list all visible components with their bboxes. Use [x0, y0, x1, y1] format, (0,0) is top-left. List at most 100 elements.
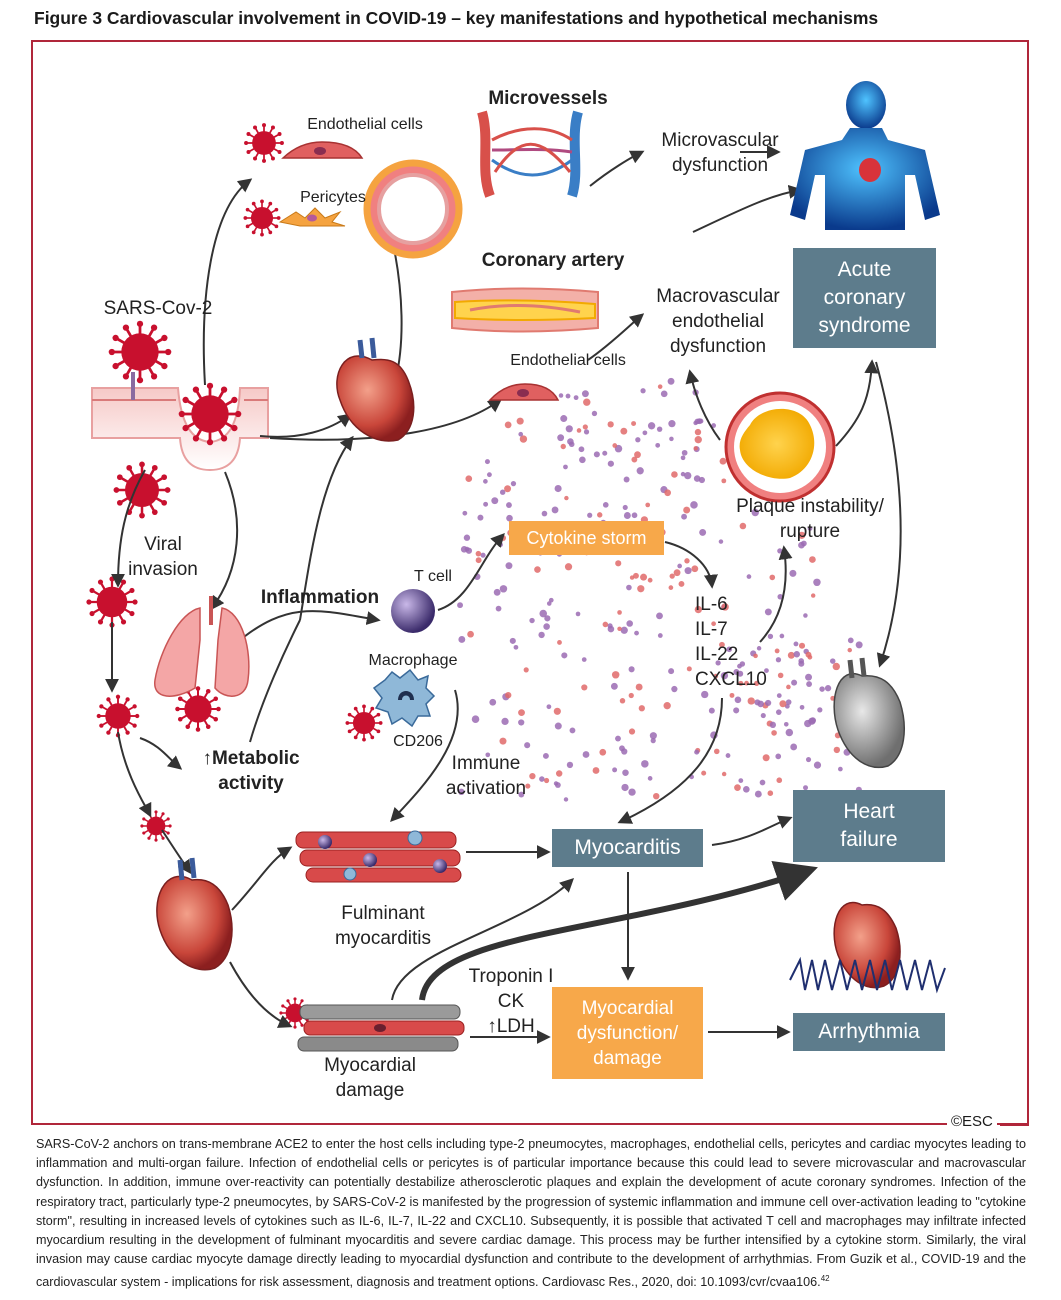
cytokine-dot	[519, 435, 528, 443]
credit-esc: ©ESC	[947, 1113, 997, 1130]
cytokine-dot	[721, 478, 727, 484]
cytokine-dot	[602, 450, 608, 456]
cytokine-dot	[578, 446, 585, 453]
cytokine-dot	[597, 512, 603, 518]
caption-text: SARS-CoV-2 anchors on trans-membrane ACE…	[36, 1137, 1026, 1290]
cytokine-dot	[798, 642, 806, 649]
cytokine-dot	[660, 390, 668, 398]
cytokine-dot	[650, 737, 656, 744]
cytokine-dot	[813, 578, 821, 587]
cytokine-dot	[504, 421, 512, 429]
cytokine-dot	[475, 550, 482, 557]
cytokine-dot	[506, 514, 513, 522]
cytokine-dot	[619, 698, 626, 704]
cytokine-dot	[501, 717, 509, 726]
cytokine-dot	[615, 560, 622, 567]
cytokine-dot	[684, 471, 692, 480]
virus-icon	[96, 694, 140, 738]
cytokine-dot	[566, 761, 574, 769]
cytokine-dot	[607, 460, 614, 467]
t-cell-illustration	[391, 589, 435, 633]
cytokine-dot	[681, 449, 688, 456]
cytokine-dot	[764, 699, 772, 707]
cytokine-dot	[738, 680, 744, 686]
cytokine-dot	[779, 633, 785, 639]
cytokine-dot	[493, 588, 501, 596]
myocardial-tissue-fulminant	[295, 830, 462, 883]
figure-title: Figure 3 Cardiovascular involvement in C…	[34, 8, 879, 28]
cytokine-dot	[671, 685, 678, 693]
coronary-artery-illustration	[451, 287, 599, 333]
cytokine-dot	[718, 539, 724, 544]
cytokine-particles	[457, 377, 863, 802]
cytokine-dot	[855, 641, 863, 649]
cytokine-dot	[762, 754, 770, 762]
cytokine-dot	[463, 534, 471, 541]
cytokine-dot	[847, 647, 852, 653]
cytokine-dot	[634, 630, 639, 636]
cytokine-dot	[647, 776, 653, 781]
cytokine-dot	[819, 686, 825, 692]
cytokine-dot	[506, 502, 512, 508]
cytokine-dot	[769, 721, 777, 728]
biomarker-ck: CK	[497, 991, 525, 1012]
cytokine-dot	[798, 541, 805, 549]
cytokine-dot	[739, 522, 747, 530]
cytokine-dot	[581, 657, 587, 662]
cytokine-dot	[734, 784, 741, 791]
cytokine-dot	[683, 506, 691, 514]
biomarker-list: Troponin I CK ↑LDH	[455, 964, 567, 1039]
microvessels-illustration	[477, 110, 583, 198]
cytokine-dot	[513, 644, 519, 650]
cytokine-dot	[592, 767, 600, 774]
cytokine-dot	[607, 623, 613, 629]
cytokine-dot	[620, 626, 628, 634]
cytokine-il22: IL-22	[695, 644, 739, 665]
cytokine-dot	[779, 700, 787, 708]
cytokine-dot	[777, 672, 784, 679]
cytokine-dot	[483, 479, 488, 484]
cytokine-dot	[593, 451, 600, 458]
cytokine-dot	[529, 772, 536, 780]
cytokine-dot	[721, 603, 729, 611]
cytokine-dot	[602, 501, 609, 508]
cytokine-dot	[622, 504, 628, 510]
cytokine-dot	[719, 457, 727, 465]
cytokine-dot	[656, 426, 663, 432]
box-cytokine-storm: Cytokine storm	[509, 521, 664, 555]
cytokine-dot	[790, 743, 798, 751]
macrophage-illustration	[372, 668, 436, 728]
cytokine-dot	[793, 641, 799, 647]
cytokine-dot	[554, 722, 562, 730]
cytokine-dot	[783, 721, 789, 727]
cytokine-dot	[510, 480, 517, 487]
cytokine-dot	[807, 654, 813, 660]
cytokine-dot	[693, 475, 701, 482]
cytokine-dot	[626, 584, 632, 591]
cytokine-dot	[742, 785, 750, 793]
cytokine-dot	[669, 436, 674, 442]
cytokine-dot	[622, 769, 629, 776]
plaque-illustration	[724, 391, 836, 503]
label-endothelial-cells-top: Endothelial cells	[307, 116, 423, 133]
cytokine-dot	[554, 782, 561, 788]
cytokine-dot	[544, 615, 551, 622]
cytokine-dot	[775, 709, 782, 716]
cytokine-dot	[599, 748, 607, 756]
cytokine-dot	[775, 657, 782, 663]
cytokine-dot	[477, 514, 484, 521]
cytokine-dot	[631, 421, 637, 427]
cytokine-dot	[711, 423, 717, 428]
cytokine-dot	[465, 475, 473, 483]
cytokine-dot	[806, 681, 812, 688]
cytokine-dot	[691, 565, 699, 573]
caption-reference: 42	[820, 1274, 830, 1284]
virus-icon	[178, 382, 242, 446]
cytokine-dot	[539, 776, 545, 782]
human-body-illustration	[790, 81, 940, 230]
cytokine-dot	[620, 427, 628, 435]
cytokine-dot	[677, 563, 682, 569]
cytokine-dot	[641, 760, 649, 768]
cytokine-dot	[557, 434, 565, 442]
cytokine-il6: IL-6	[695, 594, 728, 615]
